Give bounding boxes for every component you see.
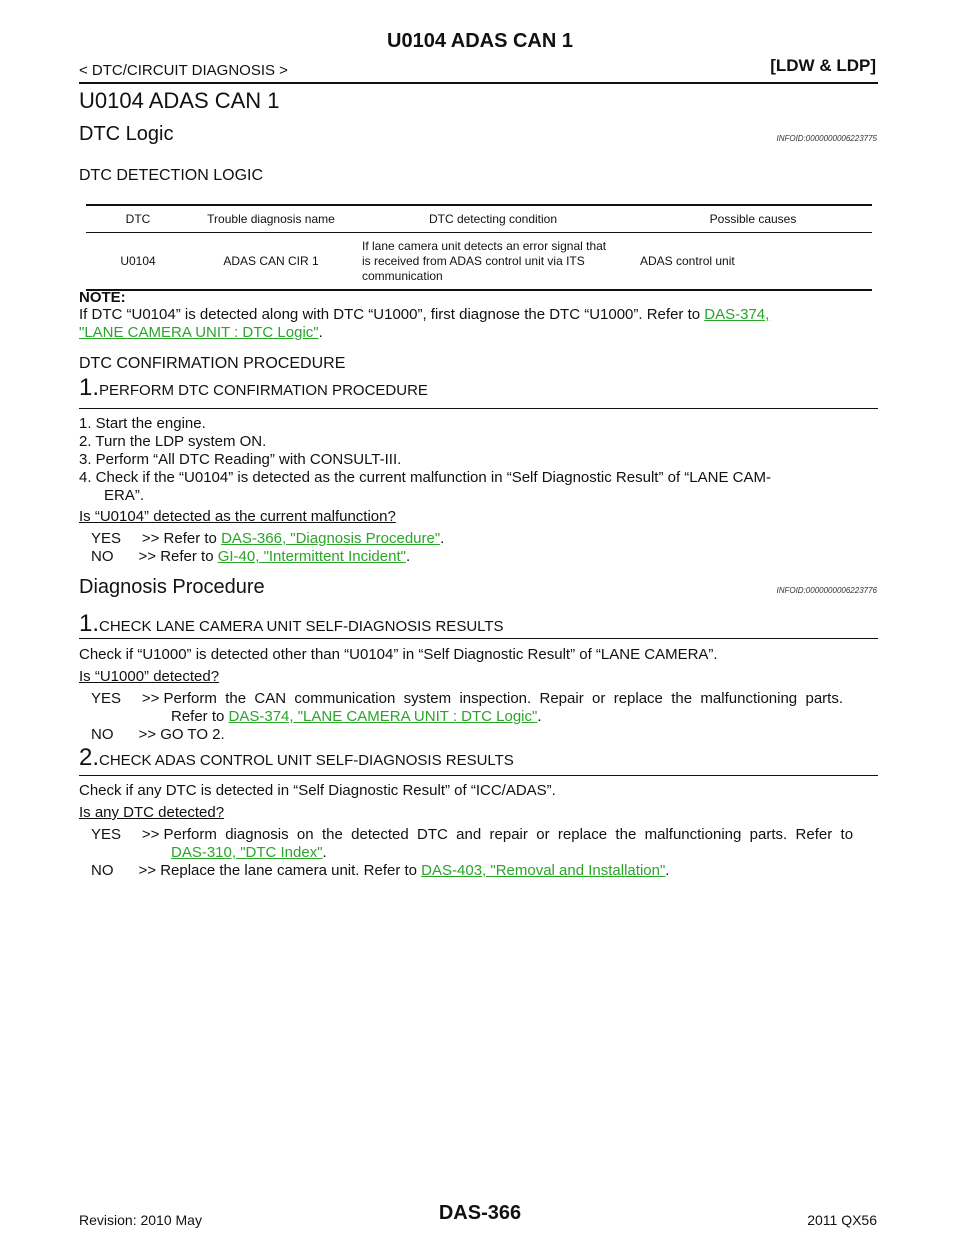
note-link-lane-camera[interactable]: "LANE CAMERA UNIT : DTC Logic" (79, 324, 319, 341)
step-rule (79, 775, 878, 776)
diag-step1-header: 1.CHECK LANE CAMERA UNIT SELF-DIAGNOSIS … (79, 610, 504, 638)
note-label: NOTE: (79, 289, 126, 306)
diagnosis-infoid: INFOID:0000000006223776 (776, 586, 877, 595)
col-trouble-name: Trouble diagnosis name (190, 204, 352, 233)
link-dtc-index[interactable]: DAS-310, "DTC Index" (171, 844, 323, 861)
footer-page: DAS-366 (438, 1202, 522, 1224)
diag-step1-question: Is “U1000” detected? (79, 668, 220, 685)
dtc-table: DTC Trouble diagnosis name DTC detecting… (86, 204, 872, 291)
yes-end: . (322, 844, 327, 861)
cell-causes: ADAS control unit (634, 232, 872, 291)
header-title: U0104 ADAS CAN 1 (387, 30, 573, 52)
dtc-logic-infoid: INFOID:0000000006223775 (776, 134, 877, 143)
link-removal-installation[interactable]: DAS-403, "Removal and Installation" (421, 862, 666, 879)
link-diagnosis-procedure[interactable]: DAS-366, "Diagnosis Procedure" (221, 530, 441, 547)
yes-end: . (537, 708, 542, 725)
confirmation-step-header: 1.PERFORM DTC CONFIRMATION PROCEDURE (79, 374, 428, 402)
footer-revision: Revision: 2010 May (79, 1212, 202, 1228)
confirmation-question: Is “U0104” detected as the current malfu… (79, 508, 396, 525)
col-condition: DTC detecting condition (352, 204, 634, 233)
condition-line: If lane camera unit detects an error sig… (362, 238, 607, 253)
step-number: 2. (79, 744, 100, 771)
no-prefix: NO >> Replace the lane camera unit. Refe… (91, 862, 422, 879)
link-lane-camera-dtc-logic[interactable]: DAS-374, "LANE CAMERA UNIT : DTC Logic" (228, 708, 538, 725)
procedure-item: 4. Check if the “U0104” is detected as t… (79, 469, 771, 486)
section-label: [LDW & LDP] (770, 56, 876, 75)
step-title: CHECK ADAS CONTROL UNIT SELF-DIAGNOSIS R… (99, 752, 514, 769)
col-causes: Possible causes (634, 204, 872, 233)
step-title: CHECK LANE CAMERA UNIT SELF-DIAGNOSIS RE… (99, 618, 504, 635)
diag-step1-text: Check if “U1000” is detected other than … (79, 646, 718, 663)
confirmation-no: NO >> Refer to GI-40, "Intermittent Inci… (91, 548, 410, 566)
dtc-detection-logic-heading: DTC DETECTION LOGIC (79, 167, 264, 184)
table-row: U0104 ADAS CAN CIR 1 If lane camera unit… (86, 232, 872, 291)
step-rule (79, 408, 878, 409)
diag-step2-no: NO >> Replace the lane camera unit. Refe… (91, 862, 669, 880)
cell-dtc: U0104 (86, 232, 190, 291)
step-rule (79, 638, 878, 639)
table-header-row: DTC Trouble diagnosis name DTC detecting… (86, 204, 872, 233)
diag-step2-yes-cont: DAS-310, "DTC Index". (171, 844, 327, 862)
cell-trouble-name: ADAS CAN CIR 1 (190, 232, 352, 291)
no-prefix: NO >> Refer to (91, 548, 218, 565)
header-rule (79, 82, 878, 84)
link-intermittent-incident[interactable]: GI-40, "Intermittent Incident" (217, 548, 406, 565)
confirmation-heading: DTC CONFIRMATION PROCEDURE (79, 355, 346, 372)
col-dtc: DTC (86, 204, 190, 233)
step-number: 1. (79, 374, 100, 401)
diag-step2-text: Check if any DTC is detected in “Self Di… (79, 782, 556, 799)
procedure-item: 3. Perform “All DTC Reading” with CONSUL… (79, 451, 402, 468)
breadcrumb: < DTC/CIRCUIT DIAGNOSIS > (79, 62, 288, 79)
footer-model: 2011 QX56 (807, 1212, 877, 1228)
diag-step2-yes: YES >> Perform diagnosis on the detected… (91, 826, 854, 843)
procedure-item: 1. Start the engine. (79, 415, 206, 432)
procedure-item: 2. Turn the LDP system ON. (79, 433, 267, 450)
step-number: 1. (79, 610, 100, 637)
note-end: . (318, 324, 323, 341)
condition-line: is received from ADAS control unit via I… (362, 253, 585, 268)
procedure-item-cont: ERA”. (104, 487, 145, 504)
dtc-logic-heading: DTC Logic (79, 123, 174, 145)
diag-step2-question: Is any DTC detected? (79, 804, 225, 821)
condition-line: communication (362, 268, 443, 283)
yes-end: . (440, 530, 445, 547)
page-title: U0104 ADAS CAN 1 (79, 88, 280, 113)
no-end: . (405, 548, 411, 565)
diag-step1-yes: YES >> Perform the CAN communication sys… (91, 690, 843, 707)
note-text-cont: "LANE CAMERA UNIT : DTC Logic". (79, 324, 323, 342)
step-title: PERFORM DTC CONFIRMATION PROCEDURE (99, 382, 428, 399)
note-text: If DTC “U0104” is detected along with DT… (79, 306, 769, 324)
diag-step1-no: NO >> GO TO 2. (91, 726, 225, 743)
no-end: . (665, 862, 670, 879)
diag-step2-header: 2.CHECK ADAS CONTROL UNIT SELF-DIAGNOSIS… (79, 744, 514, 772)
yes-prefix: YES >> Refer to (91, 530, 222, 547)
diagnosis-heading: Diagnosis Procedure (79, 576, 265, 598)
diag-step1-yes-cont: Refer to DAS-374, "LANE CAMERA UNIT : DT… (171, 708, 542, 726)
note-link-das374[interactable]: DAS-374, (704, 306, 770, 323)
cell-condition: If lane camera unit detects an error sig… (352, 232, 634, 291)
note-line1: If DTC “U0104” is detected along with DT… (79, 306, 701, 323)
confirmation-yes: YES >> Refer to DAS-366, "Diagnosis Proc… (91, 530, 444, 548)
refer-text: Refer to (171, 708, 229, 725)
